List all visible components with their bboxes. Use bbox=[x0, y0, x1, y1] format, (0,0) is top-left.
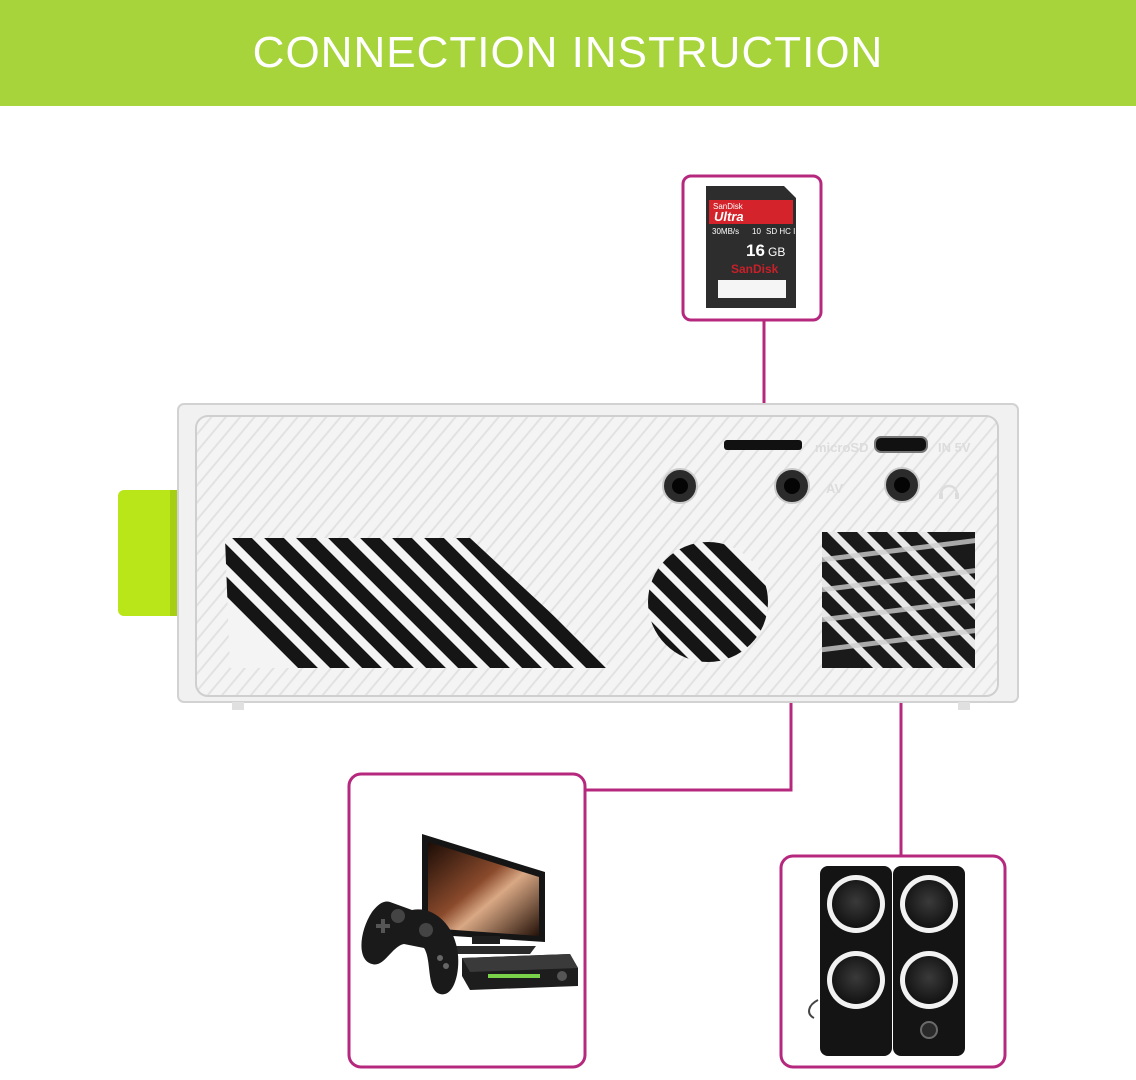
usb-power-port bbox=[874, 436, 928, 453]
headphone-icon bbox=[939, 484, 959, 499]
volume-knob-icon bbox=[920, 1021, 938, 1039]
sd-speed-text: 30MB/s bbox=[712, 227, 739, 236]
center-vent bbox=[648, 542, 768, 662]
left-vent bbox=[225, 538, 610, 668]
header-banner bbox=[0, 0, 1136, 106]
projector-device: microSD IN 5V AV bbox=[118, 403, 1019, 710]
tv bbox=[422, 834, 545, 954]
microsd-slot bbox=[724, 440, 802, 450]
sd-capacity-text: 16 bbox=[746, 241, 765, 260]
sd-unit-text: GB bbox=[768, 245, 785, 259]
sd-hc-mark: SD HC I bbox=[766, 227, 795, 236]
lens-cap bbox=[118, 490, 184, 616]
power-port-label: IN 5V bbox=[938, 440, 971, 455]
sd-brand-text: SanDisk bbox=[713, 202, 744, 211]
microsd-port-label: microSD bbox=[815, 440, 868, 455]
page-title: CONNECTION INSTRUCTION bbox=[252, 28, 884, 77]
av-port-label: AV bbox=[826, 481, 843, 496]
gamepad-icon bbox=[361, 901, 459, 995]
right-speaker bbox=[893, 866, 965, 1056]
dvd-player bbox=[462, 954, 578, 990]
sd-class-mark: 10 bbox=[752, 227, 761, 236]
sd-line-text: Ultra bbox=[714, 209, 744, 224]
tv-console-illustration bbox=[361, 834, 578, 995]
speakers-illustration bbox=[808, 866, 965, 1056]
right-vent bbox=[822, 532, 975, 668]
sd-card: SanDisk Ultra 30MB/s 10 SD HC I 16 GB Sa… bbox=[706, 186, 796, 308]
sd-footer-brand: SanDisk bbox=[731, 262, 779, 276]
left-speaker bbox=[820, 866, 892, 1056]
